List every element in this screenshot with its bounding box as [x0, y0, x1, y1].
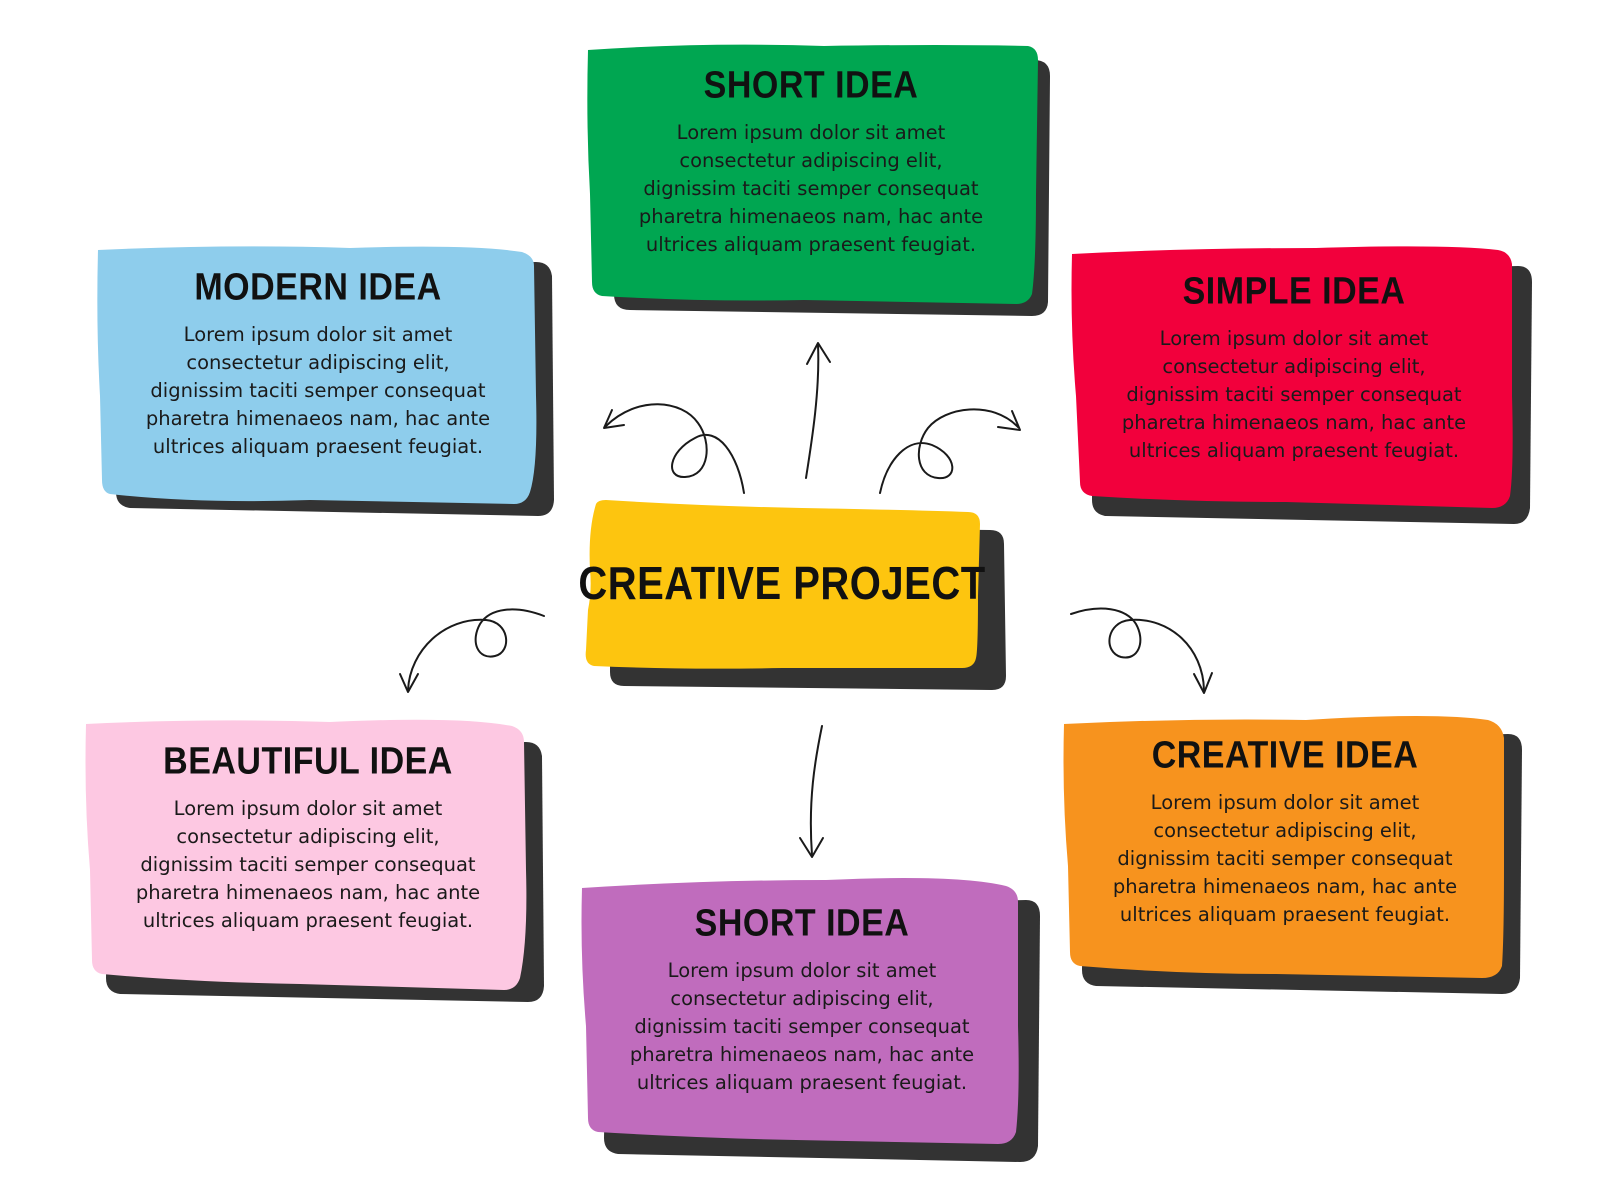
- idea-card-short-bottom: SHORT IDEA Lorem ipsum dolor sit amet co…: [576, 876, 1046, 1168]
- idea-card-modern: MODERN IDEA Lorem ipsum dolor sit amet c…: [90, 246, 560, 524]
- arrow-down-left: [399, 608, 545, 693]
- card-body: Lorem ipsum dolor sit amet consectetur a…: [638, 121, 984, 256]
- arrow-up-right: [879, 408, 1021, 494]
- card-body: Lorem ipsum dolor sit amet consectetur a…: [135, 797, 481, 932]
- card-title: SHORT IDEA: [694, 901, 910, 945]
- card-title: CREATIVE IDEA: [1151, 733, 1419, 777]
- card-title: SHORT IDEA: [703, 63, 919, 107]
- center-node: CREATIVE PROJECT: [578, 500, 1022, 700]
- arrow-up: [805, 342, 831, 479]
- card-body: Lorem ipsum dolor sit amet consectetur a…: [629, 959, 975, 1094]
- arrow-down-right: [1070, 607, 1213, 694]
- center-title: CREATIVE PROJECT: [578, 558, 986, 609]
- card-body: Lorem ipsum dolor sit amet consectetur a…: [1121, 327, 1467, 462]
- card-body: Lorem ipsum dolor sit amet consectetur a…: [1112, 791, 1458, 926]
- idea-card-creative: CREATIVE IDEA Lorem ipsum dolor sit amet…: [1056, 716, 1526, 1002]
- idea-card-beautiful: BEAUTIFUL IDEA Lorem ipsum dolor sit ame…: [80, 719, 550, 1008]
- card-title: MODERN IDEA: [194, 265, 442, 309]
- arrow-down: [799, 725, 824, 858]
- card-title: SIMPLE IDEA: [1182, 269, 1406, 313]
- card-title: BEAUTIFUL IDEA: [163, 739, 453, 783]
- idea-card-simple: SIMPLE IDEA Lorem ipsum dolor sit amet c…: [1066, 246, 1536, 532]
- idea-card-short-top: SHORT IDEA Lorem ipsum dolor sit amet co…: [584, 44, 1054, 322]
- card-body: Lorem ipsum dolor sit amet consectetur a…: [145, 323, 491, 458]
- arrow-up-left: [603, 403, 745, 494]
